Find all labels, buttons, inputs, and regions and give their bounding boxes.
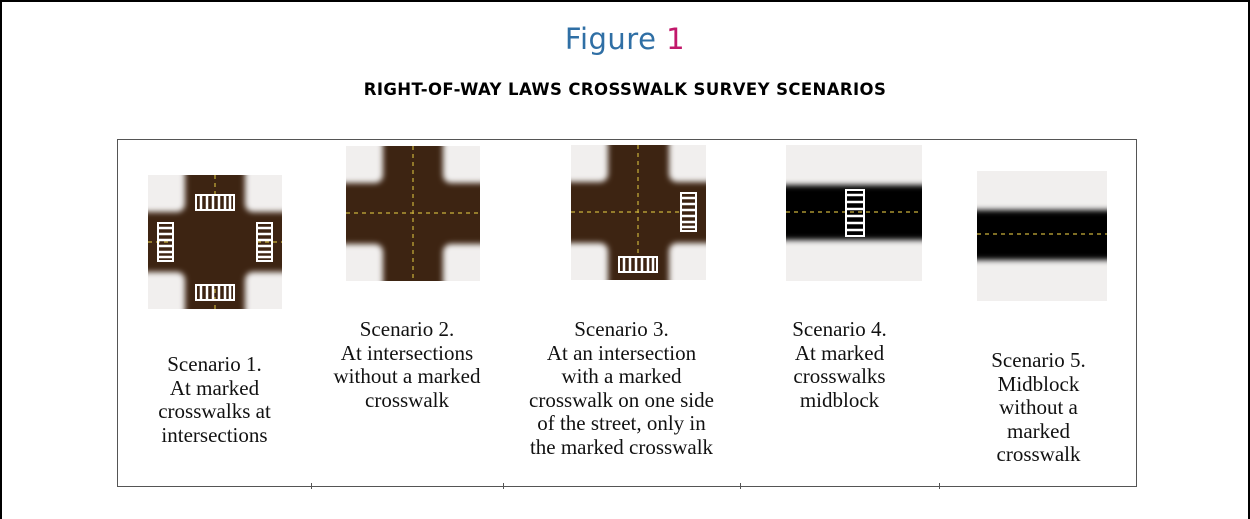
scenario-cell-4: Scenario 4. At marked crosswalks midbloc…: [740, 140, 940, 489]
caption-line: Scenario 5.: [991, 348, 1086, 372]
caption-line: At an intersection: [546, 340, 697, 365]
caption-line: the marked crosswalk: [529, 434, 714, 459]
caption-line: crosswalk: [996, 442, 1081, 466]
caption-line: without a marked: [333, 364, 481, 388]
caption-line: crosswalk: [365, 387, 449, 412]
caption-line: At marked: [169, 375, 260, 400]
caption-line: intersections: [161, 422, 268, 447]
caption-line: with a marked: [561, 364, 682, 388]
caption-line: Scenario 1.: [167, 352, 262, 376]
figure-number: 1: [666, 22, 686, 56]
column-divider: [503, 483, 504, 489]
caption-line: At marked: [794, 340, 885, 365]
caption-line: At intersections: [340, 340, 474, 365]
caption-line: crosswalks at: [158, 399, 271, 423]
scenario-cell-3: Scenario 3. At an intersection with a ma…: [503, 140, 741, 489]
intersection-four-crosswalks-icon: [148, 175, 282, 309]
figure-subtitle: RIGHT-OF-WAY LAWS CROSSWALK SURVEY SCENA…: [363, 80, 887, 99]
intersection-no-crosswalk-icon: [346, 146, 480, 281]
caption-line: without a: [999, 395, 1078, 419]
column-divider: [311, 483, 312, 489]
caption-line: of the street, only in: [537, 411, 706, 435]
scenario-table: Scenario 1. At marked crosswalks at inte…: [117, 139, 1138, 489]
caption-line: Scenario 3.: [574, 317, 669, 341]
column-divider: [740, 483, 741, 489]
midblock-crosswalk-icon: [786, 145, 922, 281]
scenario-cell-5: Scenario 5. Midblock without a marked cr…: [939, 140, 1138, 488]
scenario-caption: Scenario 3. At an intersection with a ma…: [503, 317, 740, 459]
figure-title: Figure 1: [0, 22, 1250, 56]
caption-line: crosswalks: [793, 364, 886, 388]
figure-label: Figure: [564, 22, 657, 56]
scenario-caption: Scenario 5. Midblock without a marked cr…: [939, 348, 1138, 467]
scenario-cell-1: Scenario 1. At marked crosswalks at inte…: [118, 140, 312, 489]
caption-line: Scenario 2.: [359, 317, 455, 341]
caption-line: Midblock: [997, 371, 1080, 396]
scenario-cell-2: Scenario 2. At intersections without a m…: [311, 140, 504, 489]
scenario-caption: Scenario 4. At marked crosswalks midbloc…: [740, 317, 939, 412]
scenario-caption: Scenario 2. At intersections without a m…: [311, 317, 503, 412]
caption-line: marked: [1007, 418, 1070, 443]
midblock-no-crosswalk-icon: [977, 171, 1107, 301]
column-divider: [939, 483, 940, 489]
caption-line: crosswalk on one side: [529, 387, 714, 412]
intersection-two-crosswalks-icon: [571, 145, 706, 280]
caption-line: Scenario 4.: [792, 317, 887, 341]
scenario-caption: Scenario 1. At marked crosswalks at inte…: [118, 352, 311, 447]
caption-line: midblock: [799, 387, 880, 412]
